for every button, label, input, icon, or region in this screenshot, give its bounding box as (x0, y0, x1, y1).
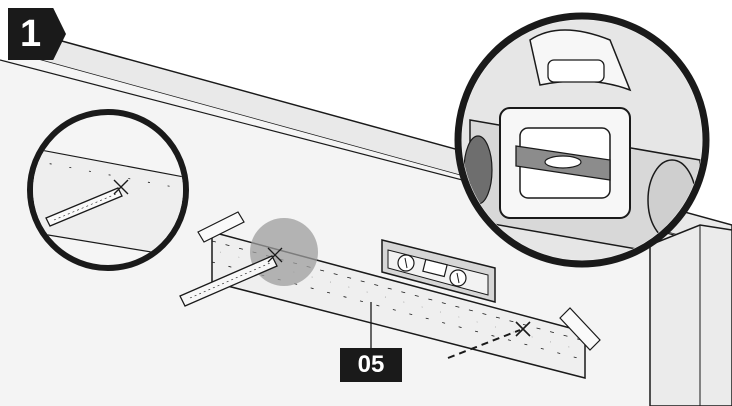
drill-guide-line (447, 329, 521, 359)
detail-circle-screw (27, 109, 189, 271)
step-number-badge: 1 (8, 8, 66, 60)
detail-circle-level (454, 12, 710, 268)
tape-left (197, 211, 245, 243)
spirit-level-icon (381, 239, 496, 303)
side-panel (649, 224, 732, 406)
part-label-05: 05 (340, 348, 402, 382)
cross-mark-icon (515, 321, 531, 337)
tape-right (559, 307, 601, 351)
screw-icon (179, 247, 283, 307)
highlight-circle (250, 218, 318, 286)
